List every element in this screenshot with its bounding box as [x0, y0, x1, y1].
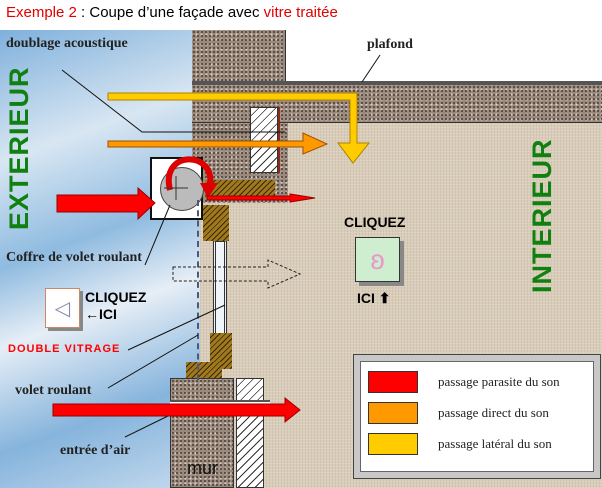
- wall-concrete-bottom: [170, 378, 234, 488]
- title-suffix: vitre traitée: [263, 4, 338, 21]
- plafond-line: [192, 81, 602, 85]
- roller-shutter-line: [197, 200, 199, 380]
- legend-label: passage direct du son: [438, 405, 549, 420]
- listen-interior-cliquez[interactable]: CLIQUEZ: [344, 214, 406, 230]
- parasite-path-arrow-left: [56, 186, 156, 221]
- lateral-path-arrow: [107, 92, 371, 164]
- listen-exterior-cliquez[interactable]: CLIQUEZ: [85, 289, 147, 305]
- label-entree-air: entrée d’air: [60, 443, 131, 458]
- window-frame-top: [203, 205, 229, 241]
- label-coffre: Coffre de volet roulant: [6, 250, 142, 265]
- plasterboard-top: [278, 107, 280, 173]
- speaker-icon[interactable]: ◁: [45, 288, 80, 328]
- parasite-path-arrowhead-box: [200, 183, 218, 198]
- lintel-frame: [205, 180, 275, 198]
- insulation-bottom: [236, 378, 264, 488]
- direct-path-arrow: [107, 132, 329, 155]
- title-middle: : Coupe d’une façade avec: [76, 4, 264, 21]
- window-sill: [186, 362, 222, 378]
- legend-label: passage parasite du son: [438, 374, 560, 389]
- label-plafond: plafond: [367, 37, 413, 52]
- legend-item-direct: passage direct du son: [368, 402, 549, 424]
- label-mur: mur: [187, 458, 218, 478]
- legend: passage parasite du son passage direct d…: [353, 354, 601, 479]
- legend-item-lateral: passage latéral du son: [368, 433, 552, 455]
- parasite-path-arrow-thin: [206, 193, 316, 203]
- title-prefix: Exemple 2: [6, 4, 77, 21]
- label-volet: volet roulant: [15, 383, 92, 398]
- attenuated-path-arrow: [172, 259, 302, 289]
- leader-lines: [61, 54, 381, 438]
- legend-swatch: [368, 402, 418, 424]
- legend-swatch: [368, 433, 418, 455]
- parasite-path-arrow-bottom: [52, 396, 301, 424]
- legend-swatch: [368, 371, 418, 393]
- label-interieur: INTERIEUR: [527, 138, 557, 293]
- legend-label: passage latéral du son: [438, 436, 552, 451]
- window-frame-bottom: [210, 333, 232, 369]
- label-doublage: doublage acoustique: [6, 36, 128, 51]
- parasite-path-arrow-box: [165, 156, 214, 191]
- insulation-top: [250, 107, 278, 173]
- legend-item-parasite: passage parasite du son: [368, 371, 560, 393]
- label-double-vitrage: DOUBLE VITRAGE: [8, 343, 121, 355]
- ear-icon[interactable]: ʚ: [355, 237, 400, 282]
- page-title: Exemple 2 : Coupe d’une façade avec vitr…: [6, 4, 338, 21]
- label-exterieur: EXTERIEUR: [4, 66, 34, 230]
- listen-exterior-ici[interactable]: ←ICI: [85, 306, 117, 322]
- upper-concrete: [192, 30, 286, 83]
- listen-interior-ici[interactable]: ICI ⬆: [357, 290, 391, 306]
